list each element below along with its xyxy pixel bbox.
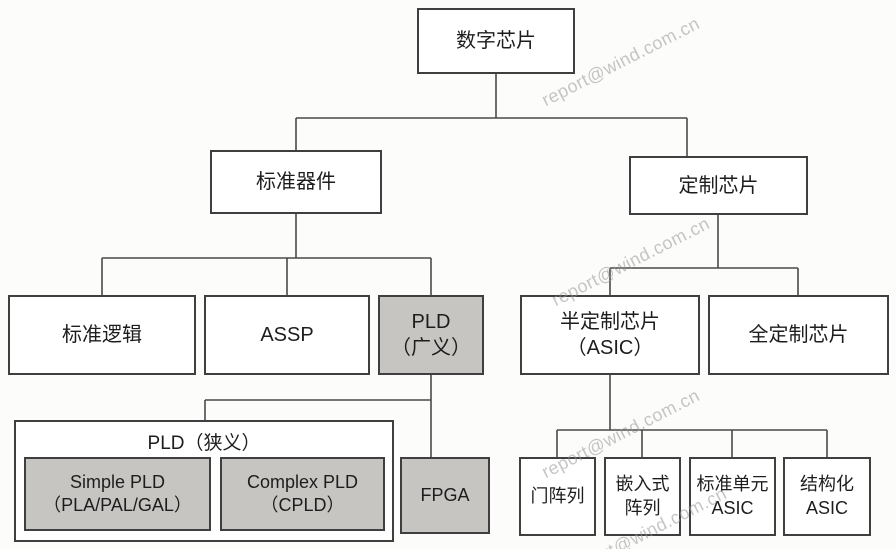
node-pld-broad-label-line2: （广义） (391, 337, 471, 359)
node-assp-label: ASSP (260, 324, 314, 346)
node-embedded-array-label-line1: 嵌入式 (615, 474, 670, 495)
node-fpga-label: FPGA (420, 484, 470, 505)
node-custom-chips-label: 定制芯片 (678, 174, 759, 197)
node-structured-asic-label-line2: ASIC (805, 497, 848, 518)
node-standard-cell-asic: 标准单元 ASIC (689, 457, 776, 536)
node-standard-devices: 标准器件 (210, 150, 382, 214)
node-standard-devices-label: 标准器件 (256, 171, 336, 193)
node-complex-pld: Complex PLD （CPLD） (220, 457, 385, 531)
node-semi-custom-label-line2: （ASIC） (566, 337, 654, 359)
node-semi-custom-asic: 半定制芯片 （ASIC） (520, 295, 700, 375)
node-full-custom-label: 全定制芯片 (748, 324, 849, 346)
node-pld-broad-label-line1: PLD (411, 311, 451, 333)
group-pld-narrow-title: PLD（狭义） (147, 433, 261, 454)
node-complex-pld-label-line2: （CPLD） (260, 495, 345, 515)
node-gate-array-label: 门阵列 (530, 485, 585, 506)
node-pld-broad: PLD （广义） (378, 295, 484, 375)
node-gate-array: 门阵列 (519, 457, 596, 536)
node-full-custom: 全定制芯片 (708, 295, 889, 375)
node-simple-pld: Simple PLD （PLA/PAL/GAL） (24, 457, 211, 531)
node-digital-chip-label: 数字芯片 (456, 30, 536, 52)
node-custom-chips: 定制芯片 (629, 156, 808, 215)
node-complex-pld-label-line1: Complex PLD (246, 471, 359, 492)
node-embedded-array: 嵌入式 阵列 (604, 457, 681, 536)
node-simple-pld-label-line2: （PLA/PAL/GAL） (43, 495, 192, 515)
node-standard-cell-label-line2: ASIC (711, 497, 754, 518)
node-embedded-array-label-line2: 阵列 (624, 497, 661, 518)
node-simple-pld-label-line1: Simple PLD (69, 471, 166, 492)
node-assp: ASSP (204, 295, 370, 375)
node-fpga: FPGA (400, 457, 490, 534)
node-standard-cell-label-line1: 标准单元 (696, 474, 769, 495)
node-structured-asic-label-line1: 结构化 (800, 474, 854, 495)
node-semi-custom-label-line1: 半定制芯片 (560, 311, 660, 333)
node-digital-chip: 数字芯片 (417, 8, 575, 74)
node-standard-logic: 标准逻辑 (8, 295, 196, 375)
node-structured-asic: 结构化 ASIC (783, 457, 871, 536)
node-standard-logic-label: 标准逻辑 (62, 324, 142, 346)
